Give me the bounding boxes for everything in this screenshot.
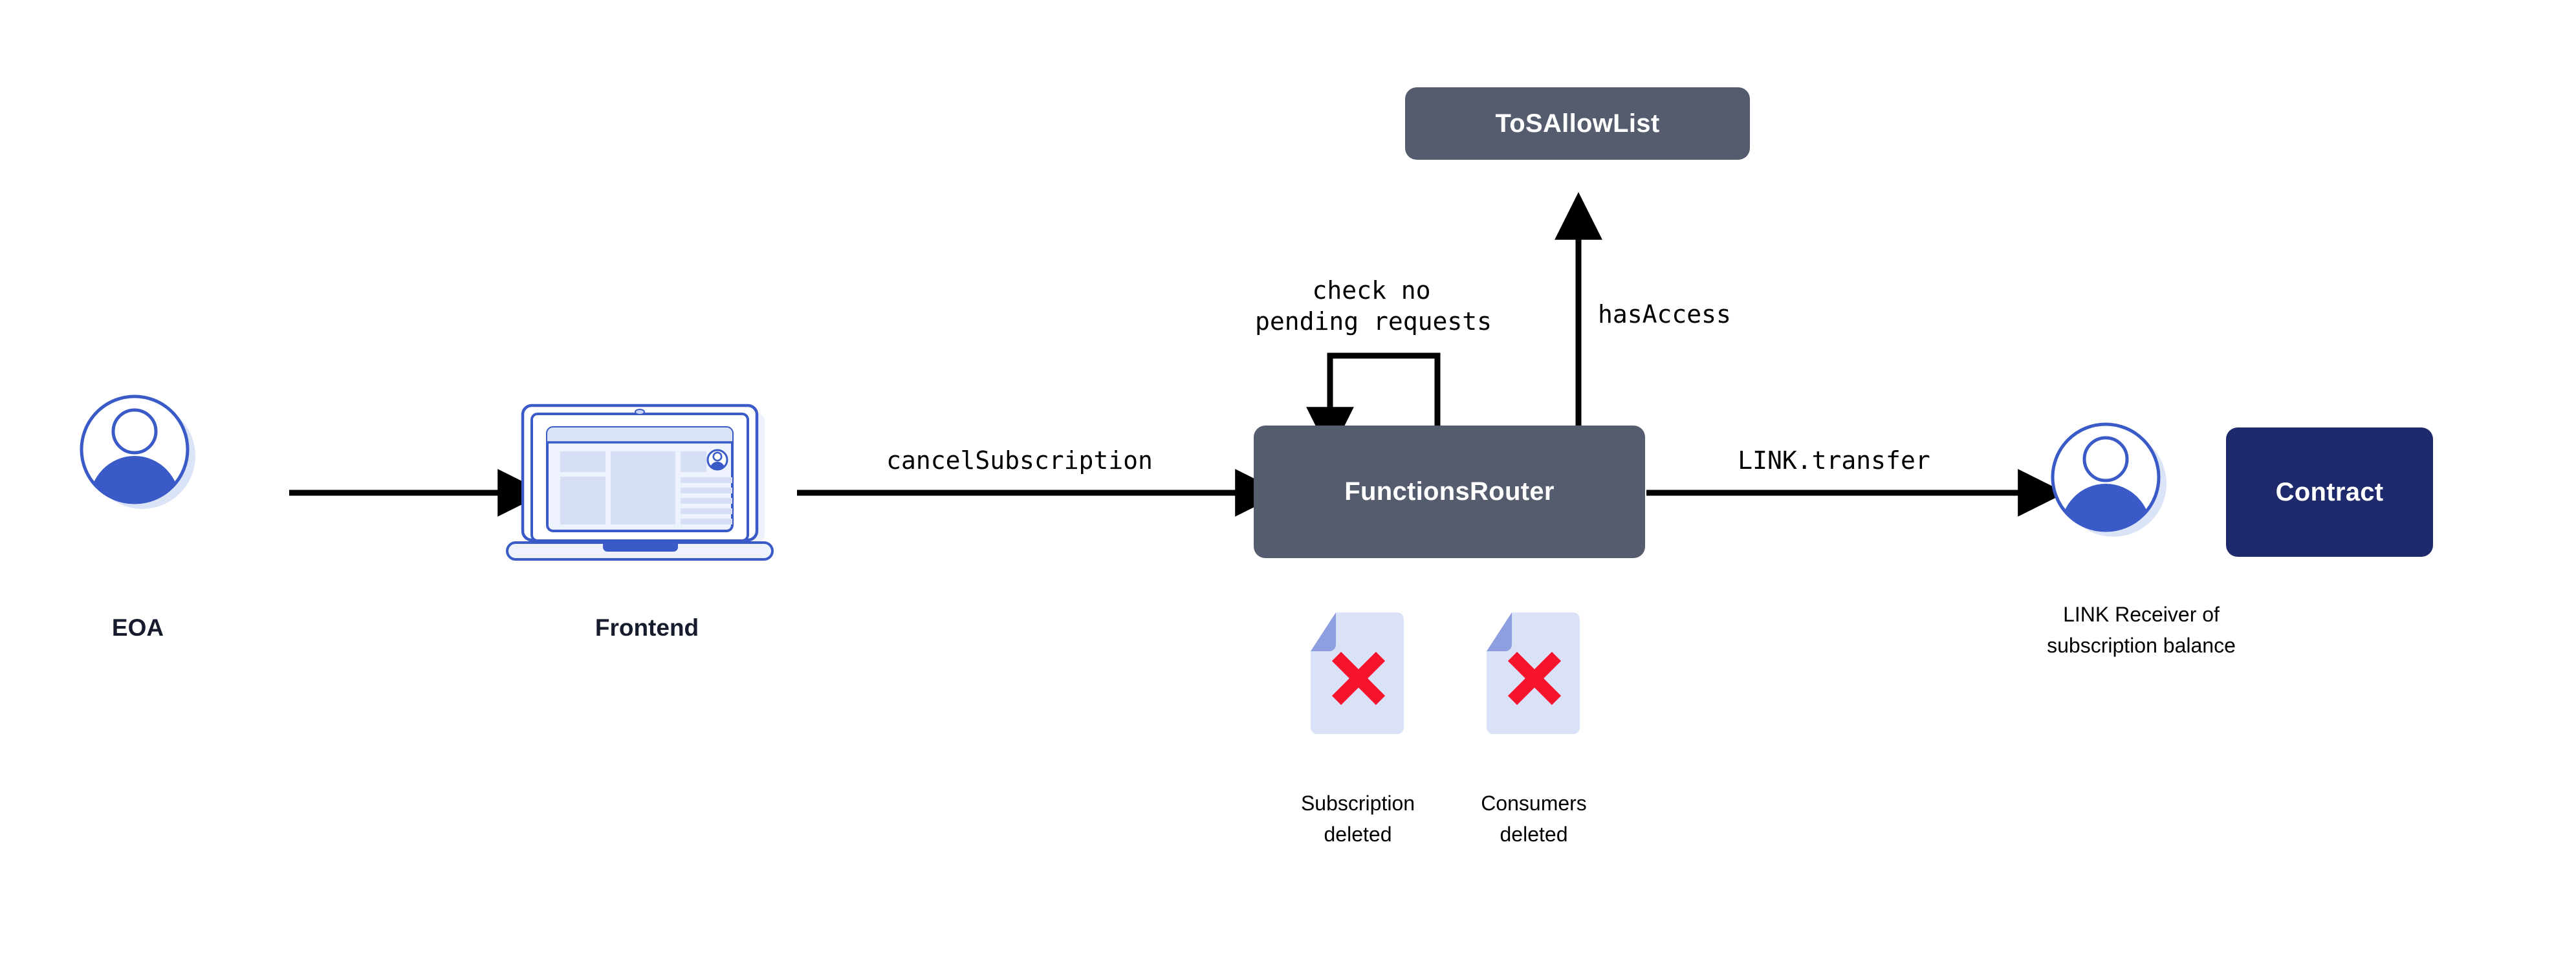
contract-label: Contract [2275, 477, 2384, 506]
edge-label-cancel-subscription: cancelSubscription [886, 446, 1153, 475]
tos-allow-list-box[interactable]: ToSAllowList [1405, 87, 1750, 160]
eoa-label: EOA [111, 614, 164, 641]
functions-router-label: FunctionsRouter [1344, 477, 1555, 506]
link-receiver-caption-line1: LINK Receiver of [2063, 603, 2220, 626]
tos-allow-list-label: ToSAllowList [1495, 109, 1660, 138]
link-receiver-avatar-icon [2051, 422, 2167, 537]
edge-label-check-no-pending-line1: check no [1312, 276, 1431, 305]
edge-label-link-transfer: LINK.transfer [1738, 446, 1930, 475]
subscription-deleted-caption-line2: deleted [1324, 823, 1392, 846]
link-receiver-caption-line2: subscription balance [2047, 634, 2236, 657]
edge-label-check-no-pending-line2: pending requests [1255, 307, 1492, 336]
frontend-label: Frontend [595, 614, 699, 641]
laptop-icon [506, 404, 774, 561]
subscription-deleted-icon [1311, 612, 1404, 734]
subscription-deleted-caption-line1: Subscription [1300, 792, 1415, 815]
consumers-deleted-icon [1487, 612, 1580, 734]
edge-label-has-access: hasAccess [1598, 300, 1731, 329]
consumers-deleted-caption-line2: deleted [1500, 823, 1568, 846]
contract-box[interactable]: Contract [2226, 427, 2433, 557]
eoa-avatar-icon [80, 394, 195, 509]
functions-router-box[interactable]: FunctionsRouter [1254, 426, 1645, 558]
edge-router-self-loop [1306, 352, 1441, 455]
consumers-deleted-caption-line1: Consumers [1481, 792, 1587, 815]
